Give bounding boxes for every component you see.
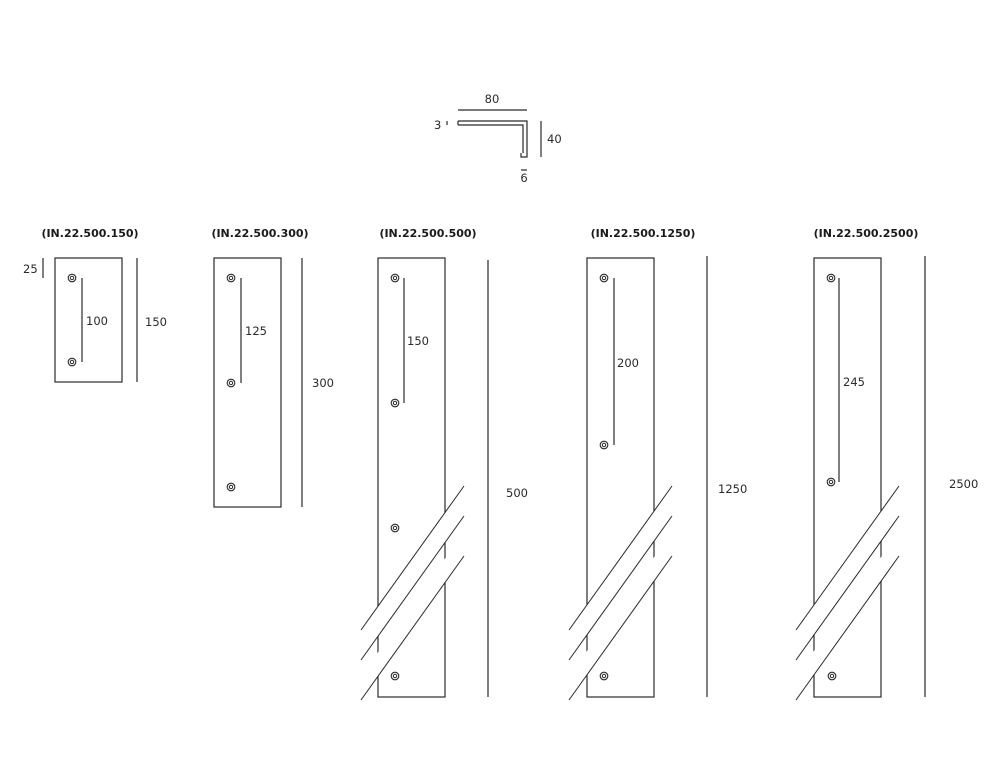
profile-return-label: 6 (520, 171, 527, 185)
profile-height-label: 40 (547, 132, 562, 146)
mounting-hole (390, 523, 400, 533)
length-label: 300 (312, 376, 334, 390)
hole-spacing-label: 125 (245, 324, 267, 338)
piece-300: (IN.22.500.300) 125 300 (211, 227, 334, 508)
mounting-hole (599, 440, 609, 450)
piece-150: (IN.22.500.150) 100 25 150 (23, 227, 167, 383)
piece-outline (377, 257, 446, 698)
break-mark (795, 485, 900, 701)
mounting-hole (226, 273, 236, 283)
mounting-hole (826, 477, 836, 487)
mounting-hole (67, 273, 77, 283)
length-label: 150 (145, 315, 167, 329)
length-label: 500 (506, 486, 528, 500)
mounting-hole (599, 671, 609, 681)
mounting-hole (390, 398, 400, 408)
mounting-hole (826, 273, 836, 283)
length-label: 2500 (949, 477, 978, 491)
mounting-hole (599, 273, 609, 283)
edge-offset-label: 25 (23, 262, 38, 276)
hole-spacing-label: 245 (843, 375, 865, 389)
profile-outer-edge (458, 120, 528, 158)
piece-500: (IN.22.500.500) 150 500 (360, 227, 528, 701)
piece-outline (813, 257, 882, 698)
mounting-hole (390, 671, 400, 681)
hole-spacing-label: 200 (617, 356, 639, 370)
piece-code-label: (IN.22.500.2500) (814, 227, 919, 240)
profile-section: 80 40 3 6 (434, 92, 562, 185)
break-mark (360, 485, 465, 701)
piece-outline (213, 257, 282, 508)
profile-width-label: 80 (485, 92, 500, 106)
hole-spacing-label: 150 (407, 334, 429, 348)
piece-code-label: (IN.22.500.150) (41, 227, 138, 240)
piece-code-label: (IN.22.500.500) (379, 227, 476, 240)
length-label: 1250 (718, 482, 747, 496)
piece-code-label: (IN.22.500.300) (211, 227, 308, 240)
profile-thickness-label: 3 (434, 118, 441, 132)
mounting-hole (226, 378, 236, 388)
mounting-hole (226, 482, 236, 492)
piece-outline (586, 257, 655, 698)
mounting-hole (67, 357, 77, 367)
piece-outline (54, 257, 123, 383)
piece-code-label: (IN.22.500.1250) (591, 227, 696, 240)
mounting-hole (827, 671, 837, 681)
piece-2500: (IN.22.500.2500) 245 2500 (795, 227, 978, 701)
hole-spacing-label: 100 (86, 314, 108, 328)
profile-inner-edge (458, 124, 524, 153)
piece-1250: (IN.22.500.1250) 200 1250 (568, 227, 747, 701)
break-mark (568, 485, 673, 701)
mounting-hole (390, 273, 400, 283)
